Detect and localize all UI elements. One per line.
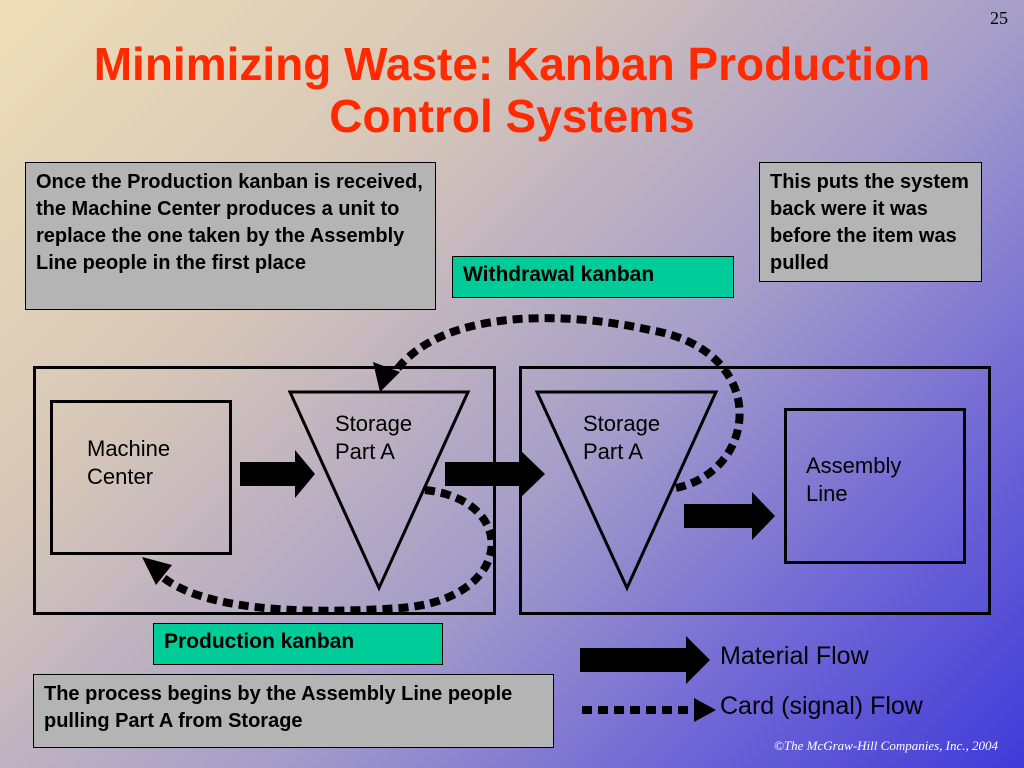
note-system-restored: This puts the system back were it was be…: [759, 162, 982, 282]
legend-material-flow-label: Material Flow: [720, 642, 869, 670]
machine-center-box: [50, 400, 232, 555]
withdrawal-kanban-arrowhead: [373, 362, 400, 392]
storage-1-label: Storage Part A: [335, 411, 413, 464]
material-arrow-storage-to-assembly: [684, 492, 775, 540]
copyright-notice: ©The McGraw-Hill Companies, Inc., 2004: [774, 738, 998, 753]
storage-1-triangle: [287, 390, 471, 592]
note-process-begins: The process begins by the Assembly Line …: [33, 674, 554, 748]
legend-card-flow-label: Card (signal) Flow: [720, 692, 923, 720]
slide-title: Minimizing Waste: Kanban Production Cont…: [0, 38, 1024, 142]
note-production-kanban-received: Once the Production kanban is received, …: [25, 162, 436, 310]
assembly-line-box: [784, 408, 966, 564]
material-arrow-machine-to-storage: [240, 450, 315, 498]
assembly-line-label: Assembly Line: [806, 453, 902, 506]
production-kanban-arrowhead: [142, 557, 172, 585]
storage-2-label: Storage Part A: [583, 411, 661, 464]
title-line-1: Minimizing Waste: Kanban Production: [93, 38, 931, 90]
machine-center-label: Machine Center: [87, 436, 171, 489]
title-line-2: Control Systems: [329, 90, 695, 142]
machine-center-cell: [33, 366, 496, 615]
page-number: 25: [990, 8, 1008, 28]
legend-card-arrowhead: [694, 698, 716, 722]
withdrawal-kanban-label: Withdrawal kanban: [452, 256, 734, 298]
withdrawal-kanban-signal-path: [391, 314, 744, 492]
production-kanban-label: Production kanban: [153, 623, 443, 665]
legend-material-arrow: [580, 636, 710, 684]
production-kanban-signal-path: [157, 486, 496, 615]
storage-2-triangle: [534, 390, 719, 592]
material-arrow-storage-to-storage: [445, 450, 545, 498]
